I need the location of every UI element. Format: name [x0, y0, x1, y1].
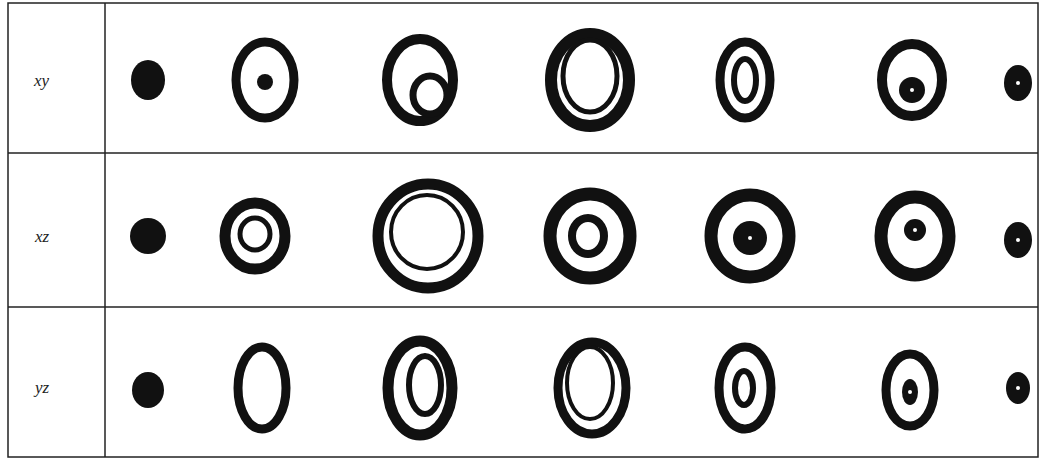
- row-label: xy: [34, 71, 49, 90]
- solid-section: [131, 60, 165, 100]
- core-hole: [1016, 386, 1020, 390]
- core-hole: [1016, 238, 1020, 242]
- core-hole: [1016, 81, 1020, 85]
- outer-ring: [388, 341, 452, 435]
- row-label-cell: xy: [34, 71, 52, 90]
- solid-section: [1004, 65, 1032, 101]
- inner-ring: [413, 76, 447, 114]
- inner-ring: [567, 347, 613, 419]
- row-xy-sections: [131, 34, 1032, 126]
- solid-section: [1004, 222, 1032, 258]
- outer-ring: [238, 347, 286, 429]
- table-frame: [8, 3, 1038, 457]
- outer-ring: [719, 347, 771, 429]
- outer-ring: [882, 44, 942, 116]
- outer-ring: [881, 197, 949, 275]
- inner-core: [904, 219, 926, 241]
- inner-ring: [240, 218, 270, 250]
- inner-ring: [391, 195, 463, 269]
- outer-ring: [236, 42, 294, 118]
- solid-section: [132, 372, 164, 408]
- outer-ring: [886, 354, 934, 426]
- outer-ring: [387, 39, 453, 121]
- core-hole: [908, 390, 912, 394]
- row-divider: [8, 306, 1038, 308]
- row-yz-sections: [132, 341, 1030, 435]
- inner-ring: [563, 40, 617, 112]
- core-hole: [910, 88, 914, 92]
- column-divider: [104, 3, 106, 457]
- outer-ring: [558, 342, 626, 434]
- row-divider: [8, 152, 1038, 154]
- inner-ring: [734, 59, 756, 101]
- inner-core: [899, 77, 925, 103]
- inner-ring: [409, 356, 441, 414]
- row-label: xz: [35, 227, 49, 246]
- inner-core: [733, 221, 767, 255]
- inner-core: [257, 74, 273, 90]
- table-grid: [8, 3, 1038, 457]
- outer-ring: [551, 34, 629, 126]
- outer-ring: [378, 184, 478, 288]
- inner-ring: [572, 218, 604, 254]
- row-label-cell: xz: [35, 227, 52, 246]
- solid-section: [130, 218, 166, 254]
- core-hole: [748, 236, 752, 240]
- inner-core: [902, 379, 918, 405]
- outer-ring: [225, 203, 285, 269]
- row-label: yz: [35, 378, 49, 397]
- core-hole: [913, 228, 917, 232]
- row-label-cell: yz: [35, 378, 52, 397]
- outer-ring: [711, 195, 789, 277]
- outer-ring: [550, 194, 630, 278]
- row-xz-sections: [130, 184, 1032, 288]
- solid-section: [1006, 372, 1030, 404]
- outer-ring: [720, 42, 770, 118]
- inner-ring: [735, 371, 753, 405]
